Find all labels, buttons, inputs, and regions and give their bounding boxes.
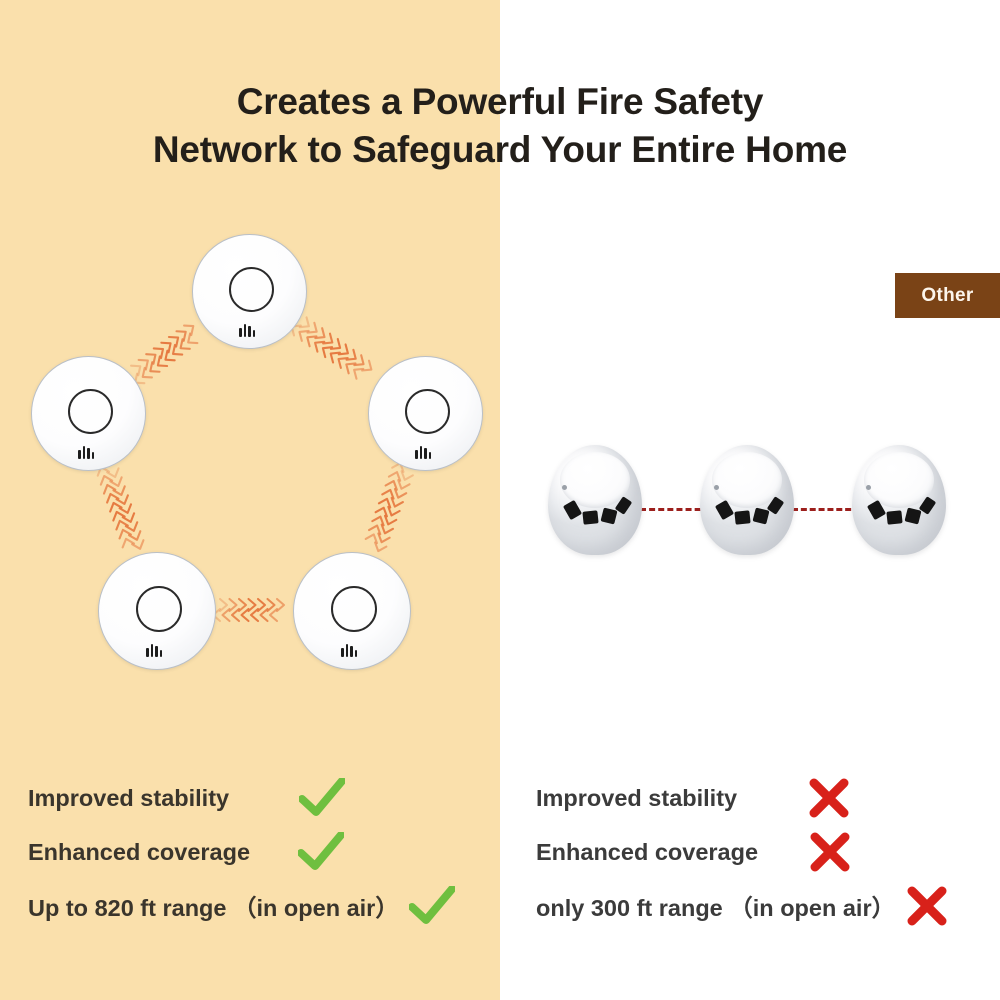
smoke-detector-node-left[interactable]: [31, 356, 146, 471]
cross-icon: [810, 832, 850, 872]
right-feature-row-0: Improved stability: [536, 778, 849, 818]
test-button-icon: [229, 267, 274, 312]
smoke-detector-node-top[interactable]: [192, 234, 307, 349]
dome-top-cap: [712, 452, 782, 508]
test-button-icon: [405, 389, 450, 434]
speaker-grill-icon: [239, 323, 256, 337]
right-feature-label-2: only 300 ft range （in open air）: [536, 895, 896, 921]
right-feature-row-2: only 300 ft range （in open air）: [536, 886, 947, 926]
speaker-grill-icon: [146, 643, 163, 657]
left-feature-row-1: Enhanced coverage: [28, 832, 345, 872]
left-feature-row-2: Up to 820 ft range （in open air）: [28, 886, 455, 926]
left-feature-row-0: Improved stability: [28, 778, 346, 818]
left-feature-label-0: Improved stability: [28, 784, 230, 811]
check-icon: [298, 832, 345, 872]
dome-top-cap: [560, 452, 630, 508]
dome-smoke-detector-1[interactable]: [548, 445, 642, 555]
test-button-icon: [331, 586, 377, 632]
left-feature-label-1: Enhanced coverage: [28, 838, 251, 865]
smoke-detector-node-bottom-left[interactable]: [98, 552, 216, 670]
right-feature-row-1: Enhanced coverage: [536, 832, 850, 872]
other-label-badge: Other: [895, 273, 1000, 318]
left-feature-label-2: Up to 820 ft range （in open air）: [28, 895, 399, 921]
test-button-icon: [68, 389, 113, 434]
dome-smoke-detector-3[interactable]: [852, 445, 946, 555]
check-icon: [408, 886, 455, 926]
speaker-grill-icon: [415, 445, 432, 459]
smoke-detector-node-right[interactable]: [368, 356, 483, 471]
page-title: Creates a Powerful Fire Safety Network t…: [152, 81, 848, 170]
dashed-link-2: [792, 508, 860, 511]
other-badge-text: Other: [921, 284, 974, 306]
speaker-grill-icon: [341, 643, 358, 657]
dome-smoke-detector-2[interactable]: [700, 445, 794, 555]
right-feature-label-1: Enhanced coverage: [536, 838, 759, 865]
cross-icon: [809, 778, 849, 818]
right-feature-label-0: Improved stability: [536, 784, 738, 811]
cross-icon: [907, 886, 947, 926]
status-led-icon: [562, 485, 567, 490]
smoke-detector-node-bottom-right[interactable]: [293, 552, 411, 670]
status-led-icon: [714, 485, 719, 490]
test-button-icon: [136, 586, 182, 632]
left-comparison-panel: [0, 0, 500, 1000]
speaker-grill-icon: [78, 445, 95, 459]
check-icon: [299, 778, 346, 818]
dashed-link-1: [640, 508, 728, 511]
dome-top-cap: [864, 452, 934, 508]
status-led-icon: [866, 485, 871, 490]
